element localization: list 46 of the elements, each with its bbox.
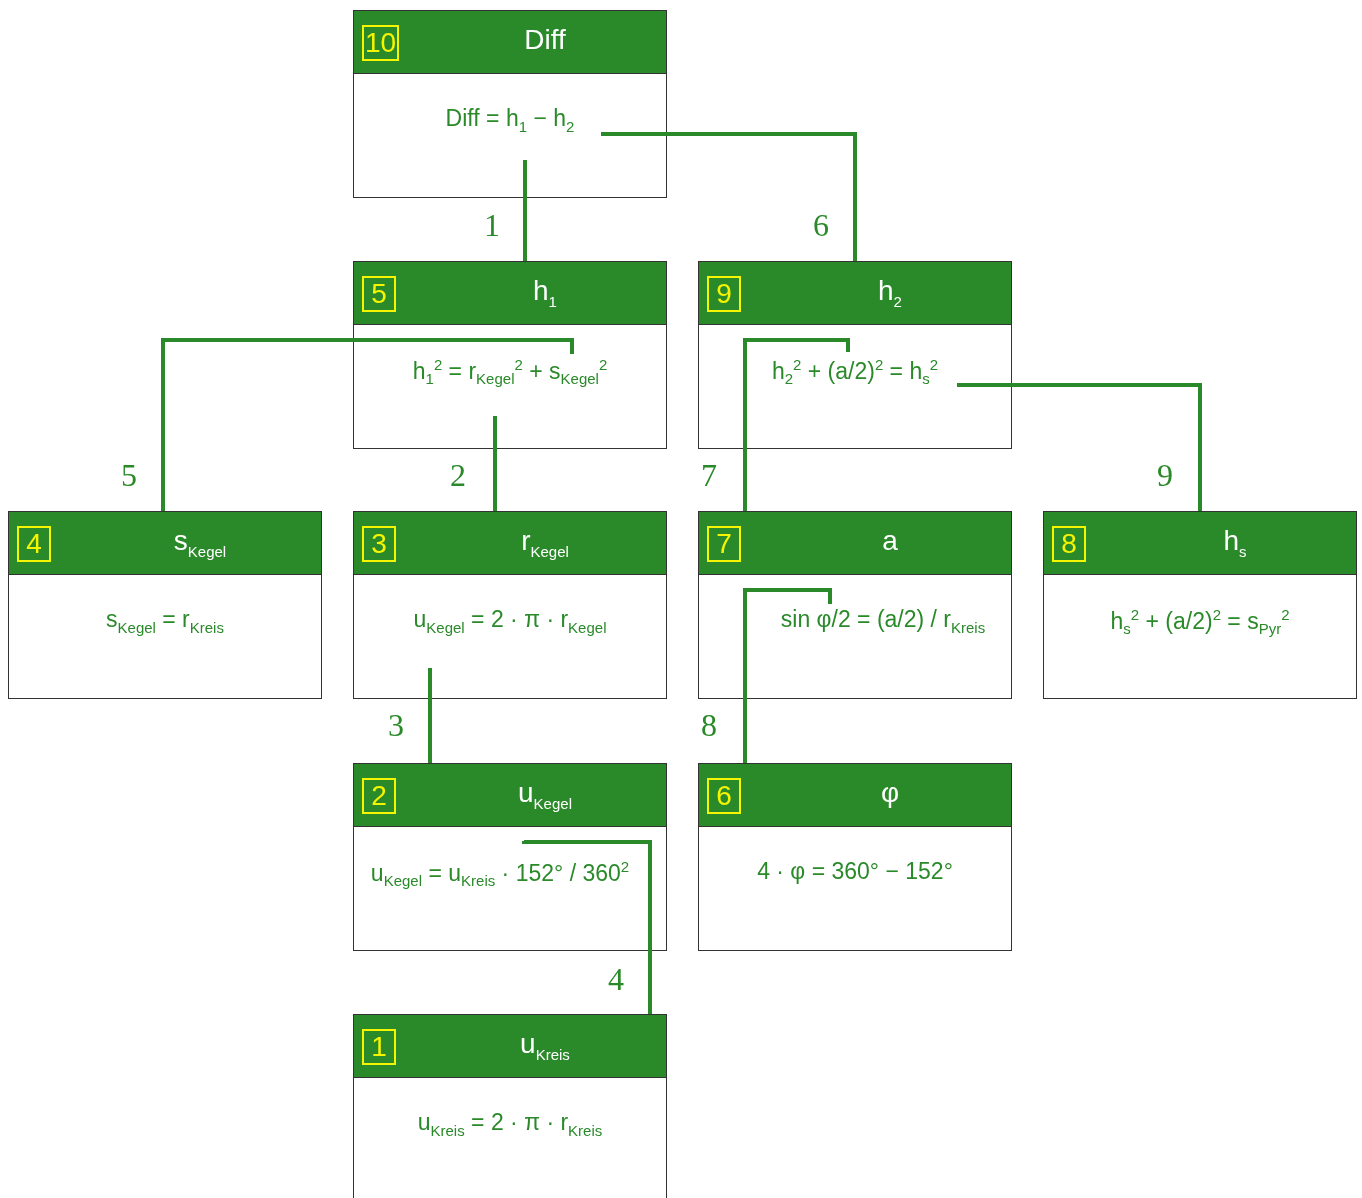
step-number: 2 bbox=[362, 778, 396, 814]
card-title: r$_{Kegel}$ bbox=[520, 524, 570, 562]
formula-text: s$_{Kegel}$ = r$_{Kreis}$ bbox=[105, 606, 225, 636]
card-title: h$_{1}$ bbox=[532, 274, 558, 312]
step-number: 6 bbox=[707, 778, 741, 814]
step-number: 9 bbox=[707, 276, 741, 312]
formula-text: Diff = h$_{1}$ − h$_{2}$ bbox=[444, 105, 576, 135]
step-number: 10 bbox=[362, 25, 400, 61]
connector-line bbox=[957, 383, 1202, 511]
formula-card bbox=[698, 511, 1012, 699]
formula-card bbox=[353, 1014, 667, 1198]
formula-text: u$_{Kegel}$ = u$_{Kreis}$ · 152° / 360$^{2}$ bbox=[369, 858, 631, 890]
step-number: 7 bbox=[707, 526, 741, 562]
formula-text: sin φ/2 = (a/2) / r$_{Kreis}$ bbox=[779, 606, 987, 636]
formula-text: u$_{Kegel}$ = 2 · π · r$_{Kegel}$ bbox=[412, 606, 608, 636]
formula-card bbox=[353, 763, 667, 951]
formula-card bbox=[8, 511, 322, 699]
step-number: 1 bbox=[362, 1029, 396, 1065]
connector-line bbox=[493, 416, 497, 511]
connector-line bbox=[743, 338, 850, 511]
formula-card bbox=[698, 763, 1012, 951]
connector-line bbox=[522, 839, 652, 1014]
formula-card bbox=[698, 261, 1012, 449]
connector-line bbox=[161, 338, 574, 511]
formula-card bbox=[353, 10, 667, 198]
card-title: φ bbox=[879, 776, 901, 810]
step-number: 4 bbox=[17, 526, 51, 562]
formula-text: u$_{Kreis}$ = 2 · π · r$_{Kreis}$ bbox=[416, 1109, 604, 1139]
card-title: a bbox=[881, 524, 899, 558]
formula-card bbox=[1043, 511, 1357, 699]
step-number: 8 bbox=[1052, 526, 1086, 562]
connector-line bbox=[523, 160, 527, 261]
card-title: s$_{Kegel}$ bbox=[172, 524, 228, 562]
formula-card bbox=[353, 511, 667, 699]
card-title: h$_{2}$ bbox=[877, 274, 903, 312]
formula-text: 4 · φ = 360° − 152° bbox=[756, 858, 954, 885]
connector-line bbox=[601, 132, 857, 261]
step-number: 5 bbox=[362, 276, 396, 312]
card-title: Diff bbox=[523, 23, 567, 57]
card-title: h$_{s}$ bbox=[1222, 524, 1248, 562]
formula-card bbox=[353, 261, 667, 449]
card-title: u$_{Kreis}$ bbox=[519, 1027, 571, 1065]
connector-line bbox=[428, 668, 432, 763]
card-title: u$_{Kegel}$ bbox=[517, 776, 573, 814]
connector-line bbox=[743, 588, 832, 763]
step-number: 3 bbox=[362, 526, 396, 562]
